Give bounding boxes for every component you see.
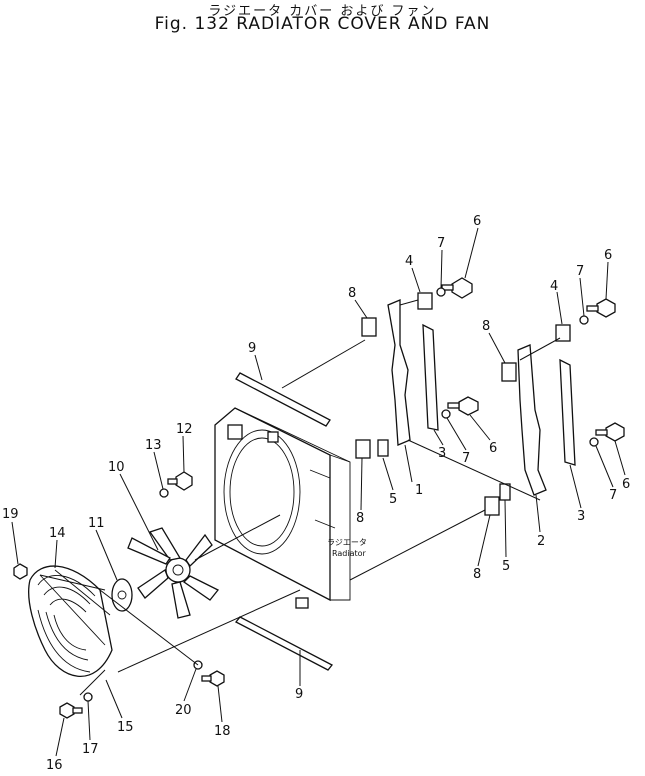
callout-7-d: 7 bbox=[609, 488, 617, 503]
seal-strip-upper bbox=[235, 372, 331, 427]
bracket-3-left bbox=[422, 323, 439, 431]
callout-15: 15 bbox=[117, 720, 134, 735]
bolt-18 bbox=[201, 670, 225, 687]
callout-11: 11 bbox=[88, 516, 105, 531]
block-8-c bbox=[501, 362, 517, 382]
callout-17: 17 bbox=[82, 742, 99, 757]
washer-7-a bbox=[436, 287, 446, 297]
block-5-b bbox=[499, 483, 511, 501]
bolt-12 bbox=[167, 471, 193, 491]
plate-4-left bbox=[417, 292, 433, 310]
callout-20: 20 bbox=[175, 703, 192, 718]
callout-4-right: 4 bbox=[550, 279, 558, 294]
figure-title-japanese: ラジエータ カバー および ファン bbox=[208, 4, 437, 19]
callout-labels: 1 2 3 3 4 4 5 5 6 6 6 6 7 7 7 7 8 8 8 8 … bbox=[2, 214, 630, 773]
callout-9-upper: 9 bbox=[248, 341, 256, 356]
block-8-a bbox=[361, 317, 377, 337]
side-plate-2 bbox=[517, 344, 547, 496]
callout-7-c: 7 bbox=[576, 264, 584, 279]
callout-18: 18 bbox=[214, 724, 231, 739]
callout-4-left: 4 bbox=[405, 254, 413, 269]
callout-2: 2 bbox=[537, 534, 545, 549]
callout-6-c: 6 bbox=[604, 248, 612, 263]
seal-strip-lower bbox=[234, 616, 334, 671]
callout-7-b: 7 bbox=[462, 451, 470, 466]
spacer bbox=[111, 578, 133, 612]
bolt-6-a bbox=[441, 277, 473, 299]
radiator: ラジエータ Radiator bbox=[214, 407, 367, 609]
radiator-label: Radiator bbox=[332, 549, 367, 558]
callout-3-left: 3 bbox=[438, 446, 446, 461]
callout-3-right: 3 bbox=[577, 509, 585, 524]
bolt-16 bbox=[59, 702, 83, 719]
callout-8-d: 8 bbox=[473, 567, 481, 582]
callout-16: 16 bbox=[46, 758, 63, 773]
callout-5-left: 5 bbox=[389, 492, 397, 507]
callout-6-d: 6 bbox=[622, 477, 630, 492]
block-8-d bbox=[484, 496, 500, 516]
callout-6-a: 6 bbox=[473, 214, 481, 229]
callout-9-lower: 9 bbox=[295, 687, 303, 702]
bolt-6-c bbox=[586, 298, 616, 318]
block-5-a bbox=[377, 439, 389, 457]
callout-1: 1 bbox=[415, 483, 423, 498]
callout-14: 14 bbox=[49, 526, 66, 541]
nut-19 bbox=[13, 563, 28, 580]
guide-lines bbox=[39, 299, 561, 696]
bolt-6-b bbox=[447, 396, 479, 416]
bolt-6-d bbox=[595, 422, 625, 442]
callout-5-right: 5 bbox=[502, 559, 510, 574]
callout-8-c: 8 bbox=[482, 319, 490, 334]
callout-7-a: 7 bbox=[437, 236, 445, 251]
callout-19: 19 bbox=[2, 507, 19, 522]
plate-4-right bbox=[555, 324, 571, 342]
callout-13: 13 bbox=[145, 438, 162, 453]
side-plate-1 bbox=[387, 299, 411, 446]
callout-8-b: 8 bbox=[356, 511, 364, 526]
figure-title: Fig. 132 RADIATOR COVER AND FAN bbox=[154, 14, 491, 34]
bracket-3-right bbox=[559, 358, 576, 466]
washer-7-d bbox=[589, 437, 599, 447]
washer-7-c bbox=[579, 315, 589, 325]
block-8-b bbox=[355, 439, 371, 459]
fan bbox=[127, 527, 220, 619]
callout-6-b: 6 bbox=[489, 441, 497, 456]
callout-12: 12 bbox=[176, 422, 193, 437]
washer-13 bbox=[159, 488, 169, 498]
callout-10: 10 bbox=[108, 460, 125, 475]
fan-guard bbox=[28, 565, 113, 678]
radiator-label-japanese: ラジエータ bbox=[327, 538, 367, 547]
washer-17 bbox=[83, 692, 93, 702]
washer-7-b bbox=[441, 409, 451, 419]
leader-lines bbox=[11, 227, 626, 757]
callout-8-a: 8 bbox=[348, 286, 356, 301]
